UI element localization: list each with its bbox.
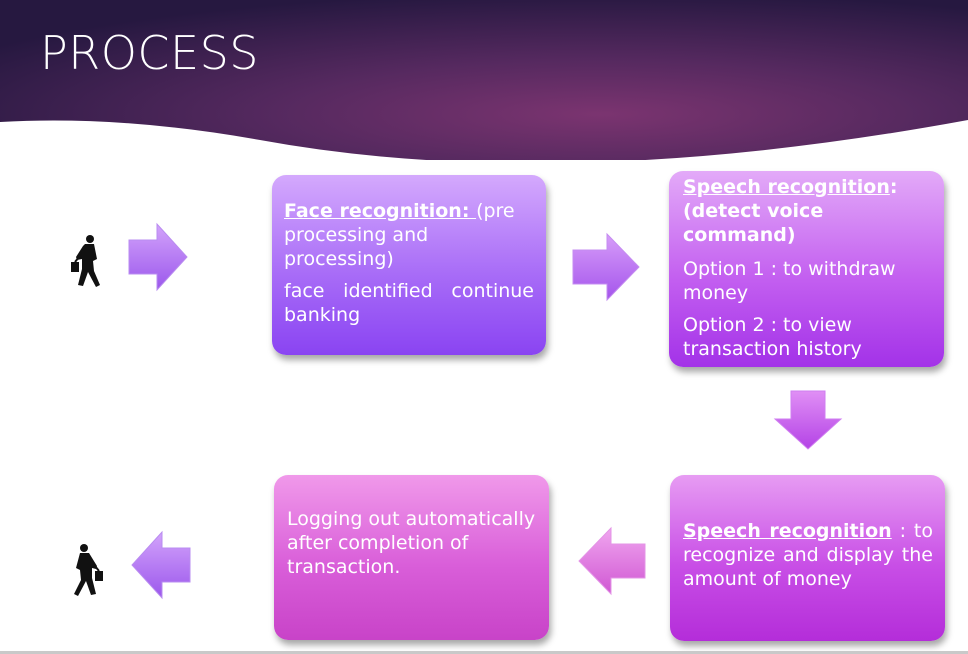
face-recognition-heading: Face recognition: (284, 200, 477, 222)
slide-title: PROCESS (40, 26, 259, 80)
option-1-text: Option 1 : to withdraw money (683, 258, 896, 304)
face-recognition-detail: (pre processing and processing) (284, 200, 515, 270)
arrow-right-icon (572, 232, 640, 302)
walking-businessman-icon (66, 542, 108, 598)
logging-out-box: Logging out automatically after completi… (274, 475, 549, 640)
recognize-amount-text: : to recognize and display the amount of… (683, 520, 933, 590)
speech-recognition-heading: Speech recognition (683, 520, 892, 542)
bottom-border (0, 651, 968, 654)
speech-recognition-colon: : (889, 176, 898, 198)
arrow-right-icon (128, 222, 188, 292)
speech-recognition-command-box: Speech recognition: (detect voice comman… (669, 171, 944, 367)
speech-recognition-heading: Speech recognition (683, 176, 890, 198)
detect-voice-command-text: (detect voice command) (683, 200, 824, 246)
arrow-left-icon (578, 526, 646, 596)
option-2-text: Option 2 : to view transaction history (683, 314, 862, 360)
arrow-left-icon (131, 530, 191, 600)
walking-businessman-icon (66, 233, 108, 289)
header-banner (0, 0, 968, 160)
face-identified-text: face identified continue banking (284, 280, 534, 326)
logging-out-text: Logging out automatically after completi… (287, 508, 536, 578)
arrow-down-icon (773, 390, 843, 450)
face-recognition-box: Face recognition: (pre processing and pr… (272, 175, 546, 355)
speech-recognition-amount-box: Speech recognition : to recognize and di… (670, 475, 945, 641)
